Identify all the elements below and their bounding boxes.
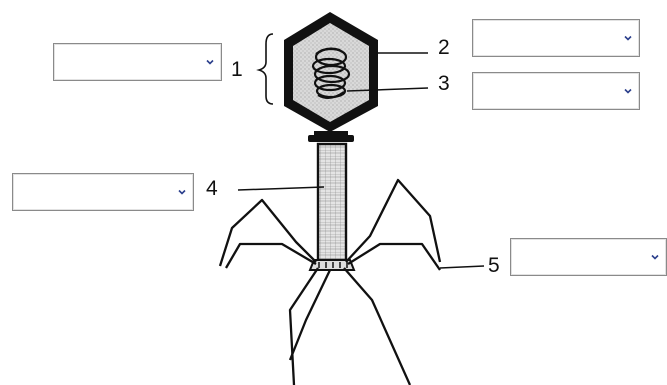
dropdown-label-5[interactable] [510, 238, 667, 276]
label-number-4: 4 [206, 178, 218, 199]
chevron-down-icon [624, 87, 632, 95]
chevron-down-icon [624, 34, 632, 42]
chevron-down-icon [178, 188, 186, 196]
pointer-line-5 [440, 266, 484, 268]
dropdown-label-4[interactable] [12, 173, 194, 211]
label-number-3: 3 [438, 73, 450, 94]
head-brace [259, 34, 273, 104]
dropdown-label-1[interactable] [53, 43, 222, 81]
label-number-2: 2 [438, 37, 450, 58]
pointer-line-4 [238, 187, 324, 190]
chevron-down-icon [206, 58, 214, 66]
label-number-1: 1 [231, 59, 243, 80]
dropdown-label-3[interactable] [472, 72, 640, 110]
dropdown-label-2[interactable] [472, 19, 640, 57]
label-number-5: 5 [488, 255, 500, 276]
chevron-down-icon [651, 253, 659, 261]
tail-sheath [318, 144, 346, 260]
